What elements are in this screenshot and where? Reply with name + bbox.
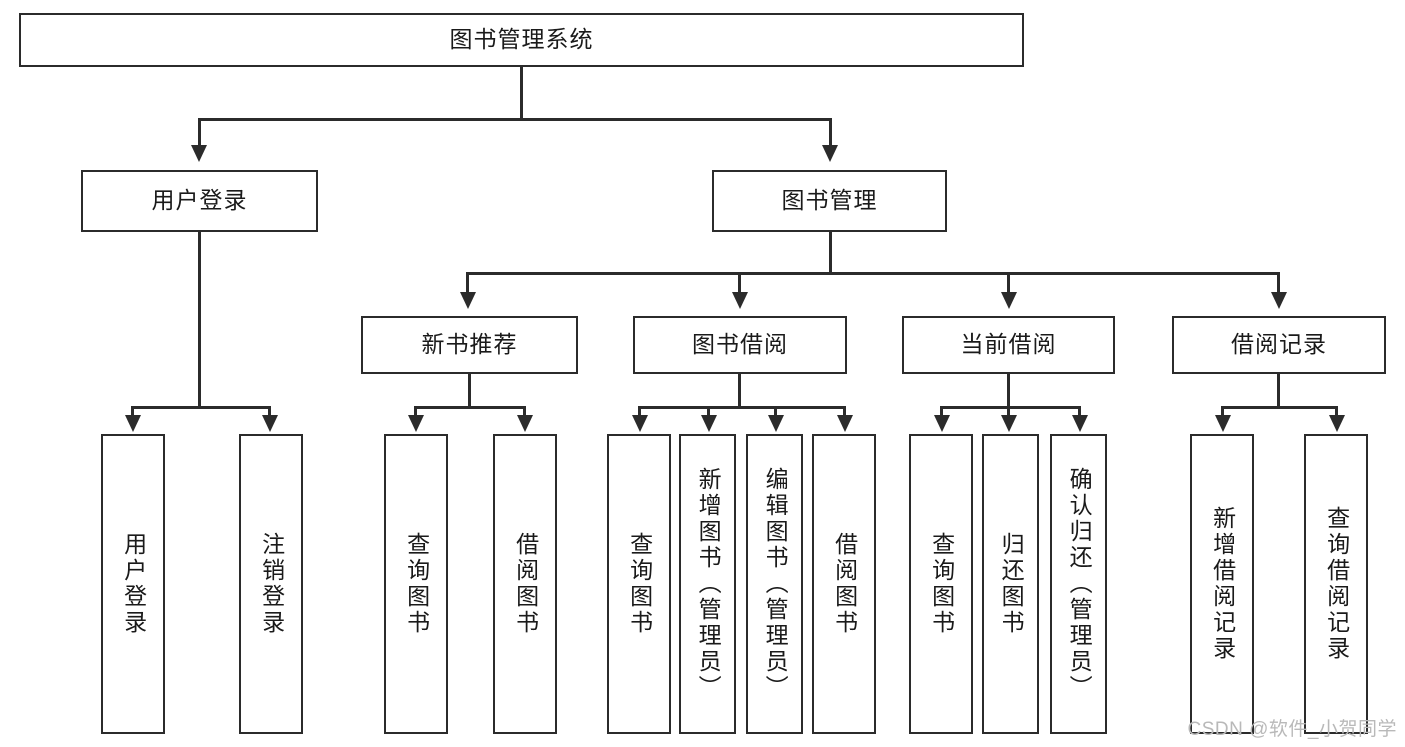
arrow-book-mgmt-to-new-book bbox=[460, 292, 476, 309]
arrow-book-borrow-leaf-1 bbox=[632, 415, 648, 432]
node-label: 查询图书 bbox=[928, 532, 955, 636]
arrow-book-mgmt-to-current-borrow bbox=[1001, 292, 1017, 309]
node-label: 借阅图书 bbox=[831, 532, 858, 636]
arrow-book-borrow-leaf-4 bbox=[837, 415, 853, 432]
connector-borrow-record-bar bbox=[1221, 406, 1338, 409]
connector-book-mgmt-stem bbox=[829, 232, 832, 272]
arrow-root-to-user-login bbox=[191, 145, 207, 162]
node-label: 查询借阅记录 bbox=[1323, 506, 1350, 662]
arrow-root-to-book-mgmt bbox=[822, 145, 838, 162]
arrow-book-borrow-leaf-3 bbox=[768, 415, 784, 432]
connector-book-borrow-drop-1 bbox=[638, 406, 641, 417]
connector-root-bar bbox=[198, 118, 832, 121]
arrow-borrow-record-leaf-2 bbox=[1329, 415, 1345, 432]
connector-new-book-drop-1 bbox=[414, 406, 417, 417]
arrow-new-book-leaf-2 bbox=[517, 415, 533, 432]
node-label: 归还图书 bbox=[998, 532, 1025, 636]
leaf-user-login[interactable]: 用户登录 bbox=[101, 434, 165, 734]
connector-current-borrow-stem bbox=[1007, 374, 1010, 406]
connector-current-borrow-bar bbox=[940, 406, 1081, 409]
node-book-management[interactable]: 图书管理 bbox=[712, 170, 947, 232]
node-label: 查询图书 bbox=[626, 532, 653, 636]
leaf-query-borrow-record[interactable]: 查询借阅记录 bbox=[1304, 434, 1368, 734]
node-root-system[interactable]: 图书管理系统 bbox=[19, 13, 1024, 67]
leaf-new-book-borrow[interactable]: 借阅图书 bbox=[493, 434, 557, 734]
node-label: 新增借阅记录 bbox=[1209, 506, 1236, 662]
arrow-current-borrow-leaf-3 bbox=[1072, 415, 1088, 432]
watermark: CSDN @软件_小贺同学 bbox=[1187, 719, 1397, 740]
leaf-return-book[interactable]: 归还图书 bbox=[982, 434, 1039, 734]
leaf-new-book-query[interactable]: 查询图书 bbox=[384, 434, 448, 734]
connector-borrow-record-drop-2 bbox=[1335, 406, 1338, 417]
arrow-borrow-record-leaf-1 bbox=[1215, 415, 1231, 432]
leaf-borrow-book[interactable]: 借阅图书 bbox=[812, 434, 876, 734]
node-label: 新书推荐 bbox=[421, 331, 518, 358]
connector-new-book-drop-2 bbox=[523, 406, 526, 417]
leaf-borrow-query-book[interactable]: 查询图书 bbox=[607, 434, 671, 734]
connector-user-login-drop-1 bbox=[131, 406, 134, 417]
leaf-logout[interactable]: 注销登录 bbox=[239, 434, 303, 734]
node-label: 借阅图书 bbox=[512, 532, 539, 636]
connector-root-stem bbox=[520, 67, 523, 118]
connector-new-book-stem bbox=[468, 374, 471, 406]
node-label: 用户登录 bbox=[151, 187, 248, 214]
connector-user-login-drop-2 bbox=[268, 406, 271, 417]
leaf-edit-book-admin[interactable]: 编辑图书（管理员） bbox=[746, 434, 803, 734]
connector-user-login-bar bbox=[131, 406, 271, 409]
connector-root-to-book-mgmt bbox=[829, 118, 832, 147]
connector-current-borrow-drop-1 bbox=[940, 406, 943, 417]
connector-book-mgmt-drop-4 bbox=[1277, 272, 1280, 294]
connector-book-mgmt-bar bbox=[466, 272, 1280, 275]
arrow-user-login-leaf-2 bbox=[262, 415, 278, 432]
node-borrow-record[interactable]: 借阅记录 bbox=[1172, 316, 1386, 374]
node-current-borrow[interactable]: 当前借阅 bbox=[902, 316, 1115, 374]
node-label: 借阅记录 bbox=[1231, 331, 1327, 358]
connector-book-borrow-bar bbox=[638, 406, 846, 409]
connector-book-borrow-stem bbox=[738, 374, 741, 406]
connector-borrow-record-stem bbox=[1277, 374, 1280, 406]
node-label: 注销登录 bbox=[258, 532, 285, 636]
node-label: 图书管理系统 bbox=[449, 26, 594, 53]
node-label: 用户登录 bbox=[120, 532, 147, 636]
node-book-borrow[interactable]: 图书借阅 bbox=[633, 316, 847, 374]
connector-borrow-record-drop-1 bbox=[1221, 406, 1224, 417]
node-new-book-recommend[interactable]: 新书推荐 bbox=[361, 316, 578, 374]
node-label: 确认归还（管理员） bbox=[1066, 467, 1093, 701]
connector-book-mgmt-drop-1 bbox=[466, 272, 469, 294]
node-label: 当前借阅 bbox=[960, 331, 1057, 358]
arrow-user-login-leaf-1 bbox=[125, 415, 141, 432]
arrow-new-book-leaf-1 bbox=[408, 415, 424, 432]
arrow-current-borrow-leaf-1 bbox=[934, 415, 950, 432]
arrow-book-mgmt-to-borrow-record bbox=[1271, 292, 1287, 309]
arrow-book-borrow-leaf-2 bbox=[701, 415, 717, 432]
leaf-add-book-admin[interactable]: 新增图书（管理员） bbox=[679, 434, 736, 734]
connector-current-borrow-drop-3 bbox=[1078, 406, 1081, 417]
node-label: 查询图书 bbox=[403, 532, 430, 636]
leaf-confirm-return-admin[interactable]: 确认归还（管理员） bbox=[1050, 434, 1107, 734]
connector-current-borrow-drop-2 bbox=[1007, 406, 1010, 417]
node-label: 图书借阅 bbox=[692, 331, 788, 358]
arrow-book-mgmt-to-book-borrow bbox=[732, 292, 748, 309]
connector-user-login-stem bbox=[198, 232, 201, 406]
node-user-login[interactable]: 用户登录 bbox=[81, 170, 318, 232]
connector-book-borrow-drop-2 bbox=[707, 406, 710, 417]
connector-new-book-bar bbox=[414, 406, 526, 409]
arrow-current-borrow-leaf-2 bbox=[1001, 415, 1017, 432]
connector-book-borrow-drop-3 bbox=[774, 406, 777, 417]
connector-book-mgmt-drop-2 bbox=[738, 272, 741, 294]
connector-book-borrow-drop-4 bbox=[843, 406, 846, 417]
node-label: 新增图书（管理员） bbox=[695, 467, 722, 701]
connector-book-mgmt-drop-3 bbox=[1007, 272, 1010, 294]
node-label: 图书管理 bbox=[781, 187, 878, 214]
connector-root-to-user-login bbox=[198, 118, 201, 147]
leaf-current-query-book[interactable]: 查询图书 bbox=[909, 434, 973, 734]
node-label: 编辑图书（管理员） bbox=[762, 467, 789, 701]
leaf-add-borrow-record[interactable]: 新增借阅记录 bbox=[1190, 434, 1254, 734]
